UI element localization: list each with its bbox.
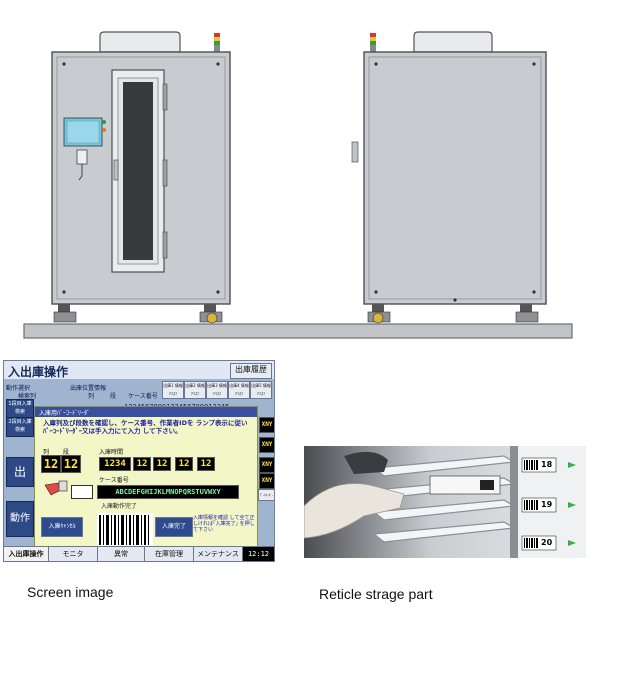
screen-title-bar: 入出庫操作 [4, 361, 274, 379]
side-button-4[interactable]: 動作 [6, 501, 34, 537]
sub-label-column: 列 [88, 393, 95, 400]
reticle-photo: 18 19 20 [304, 446, 586, 558]
row-label: 段 [63, 449, 70, 456]
input-dialog: 入庫用ﾊﾞｰｺｰﾄﾞﾘｰﾀﾞ 入庫列及び段数を確認し、ケース番号、作業者IDを … [34, 406, 258, 554]
slot-number-19: 19 [541, 500, 553, 509]
search-column-label: 検索列 [18, 393, 37, 400]
time-value-2: 12 [133, 457, 151, 471]
sub-label-case: ケース番号 [128, 393, 158, 400]
xny-4: XNY [259, 473, 274, 489]
done-button[interactable]: 入庫完了 [155, 517, 193, 537]
row-value: 12 [61, 455, 81, 473]
info-button-4[interactable]: 出庫4 情報ｱｲｽﾌ [228, 381, 250, 399]
position-info-label: 出庫位置情報 [70, 385, 107, 392]
info-button-5[interactable]: 出庫5 情報ｱｲｽﾌ [250, 381, 272, 399]
xny-3: XNY [259, 457, 274, 473]
cancel-button[interactable]: 入庫ｷｬﾝｾﾙ [41, 517, 83, 537]
side-button-1[interactable]: 1段目入庫 検索 [6, 399, 34, 419]
xny-2: XNY [259, 437, 274, 453]
info-button-1[interactable]: 出庫1 情報ｱｲｽﾌ [162, 381, 184, 399]
xny-1: XNY [259, 417, 274, 433]
time-label: 入庫時間 [99, 449, 124, 456]
info-button-3[interactable]: 出庫3 情報ｱｲｽﾌ [206, 381, 228, 399]
screen-title: 入出庫操作 [8, 365, 69, 379]
tab-inventory[interactable]: 在庫管理 [144, 546, 194, 562]
side-button-3[interactable]: 出 [6, 457, 34, 487]
reticle-caption: Reticle strage part [319, 586, 433, 602]
reticle-photo-drawing [304, 446, 586, 558]
side-button-2[interactable]: 2段目入庫 検索 [6, 417, 34, 437]
reader-button[interactable]: ﾃﾞｰﾀﾘｰﾀﾞｰ [258, 489, 274, 501]
clock: 12:12 [242, 546, 275, 562]
front-cabinet [51, 31, 231, 324]
tab-maintenance[interactable]: メンテナンス [193, 546, 243, 562]
machine-drawings [23, 31, 573, 339]
slot-label-19-icon [521, 497, 576, 513]
time-value-1: 1234 [99, 457, 131, 471]
slot-number-20: 20 [541, 538, 553, 547]
dialog-title-bar: 入庫用ﾊﾞｰｺｰﾄﾞﾘｰﾀﾞ [35, 407, 257, 417]
time-value-5: 12 [197, 457, 215, 471]
tab-error[interactable]: 異常 [97, 546, 145, 562]
slot-label-18-icon [521, 457, 576, 473]
dialog-title: 入庫用ﾊﾞｰｺｰﾄﾞﾘｰﾀﾞ [39, 410, 91, 417]
col-value: 12 [41, 455, 61, 473]
input-box[interactable] [71, 485, 93, 499]
tab-operation[interactable]: 入出庫操作 [3, 546, 49, 562]
dialog-note: 入庫情報を確認 して全て正しければ｢入庫完了｣ を押して下さい [193, 515, 255, 533]
barcode-reader-icon [44, 480, 68, 496]
complete-label: 入庫動作完了 [101, 503, 138, 510]
slot-number-18: 18 [541, 460, 553, 469]
side-cabinet [351, 31, 547, 324]
screen-caption: Screen image [27, 584, 114, 600]
case-value: ABCDEFGHIJKLMNOPQRSTUVWXY [97, 485, 239, 499]
dialog-message: 入庫列及び段数を確認し、ケース番号、作業者IDを ランプ表示に従いﾊﾞｰｺｰﾄﾞ… [43, 419, 248, 435]
barcode-icon [97, 513, 153, 547]
case-label: ケース番号 [99, 477, 129, 484]
info-button-2[interactable]: 出庫2 情報ｱｲｽﾌ [184, 381, 206, 399]
tab-monitor[interactable]: モニタ [48, 546, 98, 562]
time-value-3: 12 [153, 457, 171, 471]
base-rail [23, 323, 573, 339]
slot-label-20-icon [521, 535, 576, 551]
time-value-4: 12 [175, 457, 193, 471]
sub-label-row: 段 [110, 393, 117, 400]
history-button[interactable]: 出庫履歴 [230, 363, 272, 379]
col-label: 列 [43, 449, 50, 456]
action-select-label: 動作選択 [6, 385, 31, 392]
